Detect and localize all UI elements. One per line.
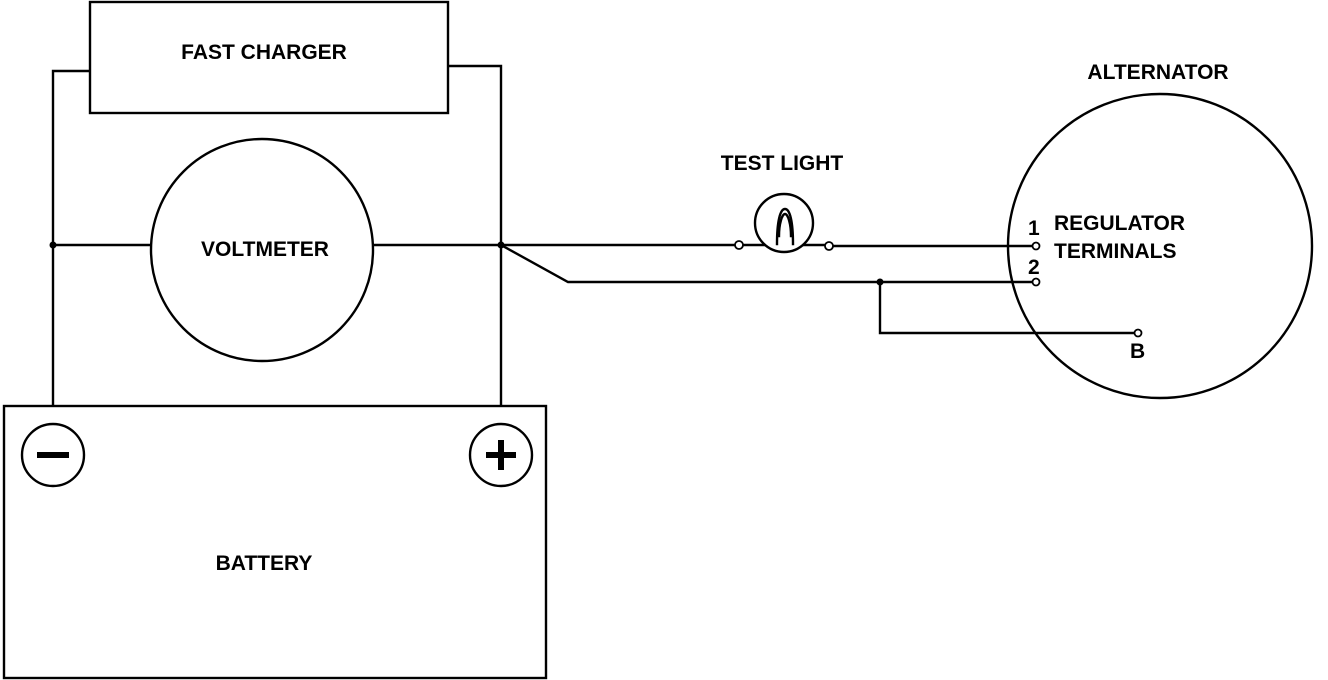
battery: BATTERY	[2, 404, 548, 680]
alternator: ALTERNATOR REGULATOR TERMINALS 1 2 B	[1006, 61, 1314, 400]
test-light-label: TEST LIGHT	[721, 152, 844, 175]
alternator-circle	[1006, 92, 1314, 400]
b-terminal	[1133, 328, 1143, 338]
test-light: TEST LIGHT	[721, 152, 844, 254]
junctions	[49, 241, 884, 286]
voltmeter-label: VOLTMETER	[201, 238, 329, 261]
voltmeter-circle	[149, 137, 375, 363]
terminal-1-label: 1	[1028, 217, 1040, 240]
wire-charger-positive	[446, 64, 503, 408]
regulator-label-line2: TERMINALS	[1054, 240, 1177, 263]
battery-box	[2, 404, 548, 680]
plus-sign-icon	[468, 422, 534, 488]
regulator-terminal-1	[1031, 241, 1041, 251]
voltmeter: VOLTMETER	[149, 137, 375, 363]
wires	[51, 64, 1136, 408]
junction-positive	[497, 241, 505, 249]
bulb-filament-icon	[775, 207, 795, 246]
wire-positive-to-terminal-2	[499, 243, 1035, 284]
bulb-filament-loop	[777, 212, 793, 238]
terminal-2-label: 2	[1028, 256, 1040, 279]
test-light-terminal-left	[734, 240, 744, 250]
terminal-b-label: B	[1130, 340, 1145, 363]
test-light-bulb	[753, 192, 815, 254]
alternator-label: ALTERNATOR	[1087, 61, 1228, 84]
minus-sign-icon	[20, 422, 86, 488]
junction-negative	[49, 241, 57, 249]
junction-b-branch	[876, 278, 884, 286]
battery-label: BATTERY	[216, 552, 313, 575]
fast-charger-label: FAST CHARGER	[181, 41, 347, 64]
wire-branch-to-b-terminal	[878, 280, 1136, 335]
regulator-terminal-2	[1031, 277, 1041, 287]
fast-charger-box	[88, 0, 450, 115]
fast-charger: FAST CHARGER	[88, 0, 450, 115]
regulator-label-line1: REGULATOR	[1054, 212, 1185, 235]
test-light-terminal-right	[824, 241, 834, 251]
wire-charger-negative	[51, 69, 92, 408]
